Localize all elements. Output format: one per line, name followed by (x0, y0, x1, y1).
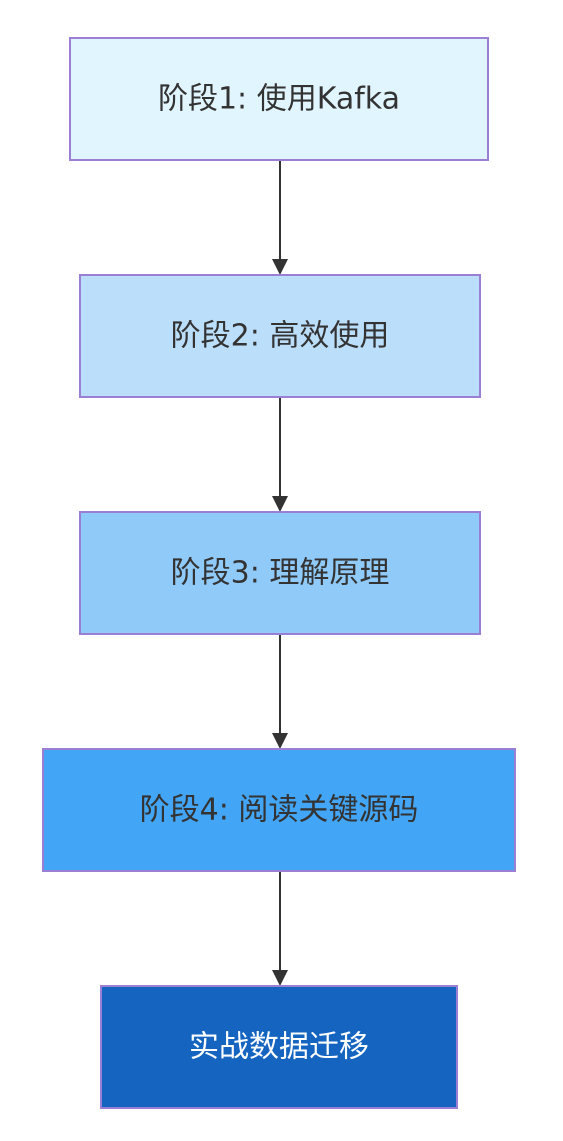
node-box-stage2 (79, 274, 481, 398)
node-stage3: 阶段3: 理解原理 (79, 511, 481, 635)
arrowhead-icon (272, 970, 288, 986)
node-box-stage3 (79, 511, 481, 635)
edges-layer (272, 160, 288, 986)
node-label-stage4: 阶段4: 阅读关键源码 (140, 793, 419, 828)
node-label-stage1: 阶段1: 使用Kafka (158, 82, 400, 117)
edge-stage3-to-stage4 (272, 634, 288, 749)
edge-stage1-to-stage2 (272, 160, 288, 275)
arrowhead-icon (272, 496, 288, 512)
node-label-stage2: 阶段2: 高效使用 (171, 319, 390, 354)
node-label-stage3: 阶段3: 理解原理 (171, 556, 390, 591)
node-stage1: 阶段1: 使用Kafka (69, 37, 489, 161)
arrowhead-icon (272, 733, 288, 749)
edge-stage4-to-stage5 (272, 871, 288, 986)
arrowhead-icon (272, 259, 288, 275)
node-label-stage5: 实战数据迁移 (189, 1030, 369, 1065)
edge-stage2-to-stage3 (272, 397, 288, 512)
node-box-stage5 (100, 985, 458, 1109)
node-stage5: 实战数据迁移 (100, 985, 458, 1109)
node-stage2: 阶段2: 高效使用 (79, 274, 481, 398)
node-stage4: 阶段4: 阅读关键源码 (42, 748, 516, 872)
node-box-stage1 (69, 37, 489, 161)
node-box-stage4 (42, 748, 516, 872)
